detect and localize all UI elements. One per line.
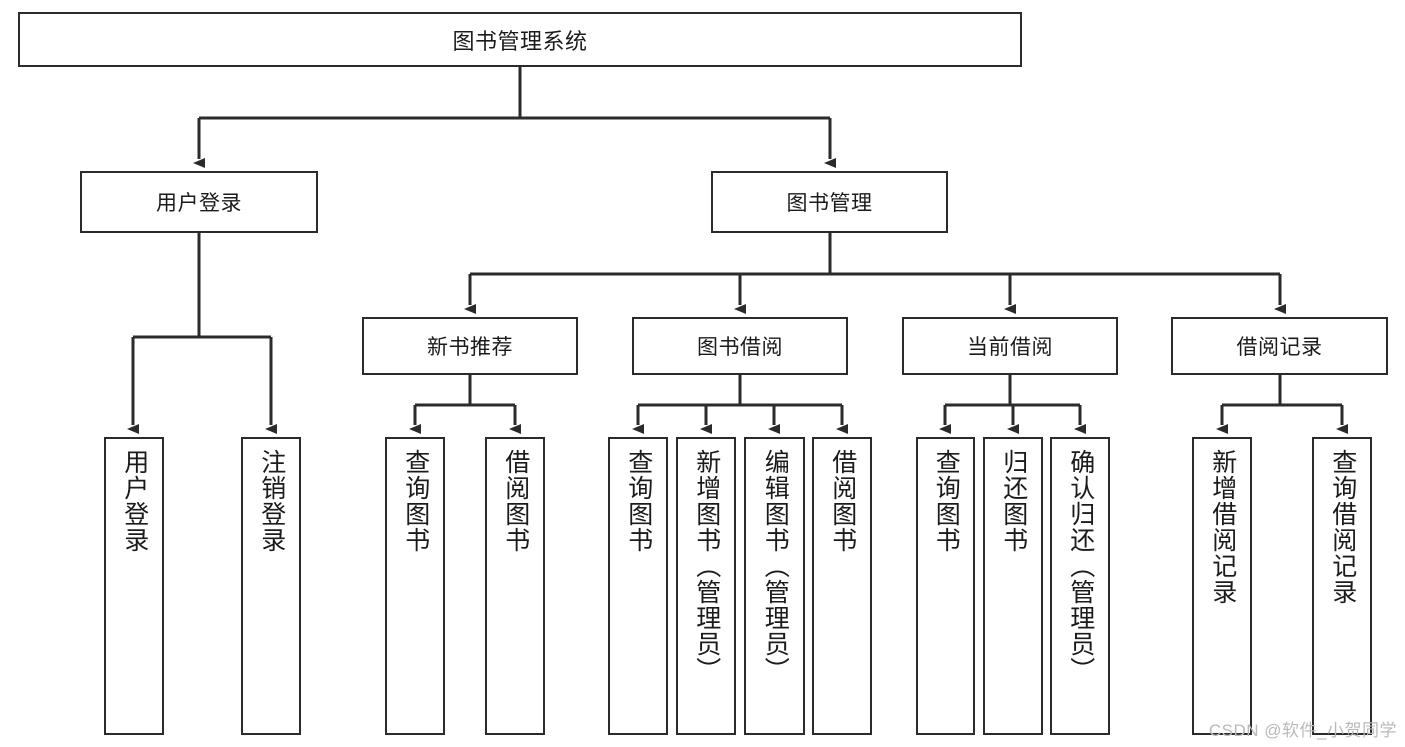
leaf-query-borrow-record[interactable]: 查询借阅记录 [1312,437,1372,735]
node-current-borrow[interactable]: 当前借阅 [902,317,1118,375]
leaf-add-book-admin[interactable]: 新增图书（管理员） [676,437,736,735]
node-borrow-record[interactable]: 借阅记录 [1171,317,1388,375]
node-borrow-record-label: 借阅记录 [1236,336,1323,359]
node-user-login-label: 用户登录 [156,192,242,215]
leaf-query-book-cb[interactable]: 查询图书 [916,437,975,735]
node-root-label: 图书管理系统 [452,28,588,54]
leaf-confirm-return-admin[interactable]: 确认归还（管理员） [1050,437,1110,735]
node-new-book-recommend-label: 新书推荐 [427,336,513,359]
leaf-label: 注销登录 [257,449,286,553]
leaf-label: 查询借阅记录 [1328,449,1357,605]
leaf-label: 查询图书 [932,449,961,553]
leaf-return-book[interactable]: 归还图书 [983,437,1043,735]
node-book-borrow-label: 图书借阅 [697,336,783,359]
node-book-borrow[interactable]: 图书借阅 [632,317,848,375]
leaf-label: 编辑图书（管理员） [761,449,790,683]
leaf-query-book-nb[interactable]: 查询图书 [385,437,445,735]
leaf-label: 新增借阅记录 [1208,449,1237,605]
leaf-label: 确认归还（管理员） [1066,449,1095,683]
leaf-edit-book-admin[interactable]: 编辑图书（管理员） [744,437,805,735]
node-user-login[interactable]: 用户登录 [80,171,318,233]
leaf-label: 借阅图书 [828,449,857,553]
leaf-label: 用户登录 [120,449,149,553]
leaf-label: 借阅图书 [501,449,530,553]
leaf-user-login[interactable]: 用户登录 [104,437,164,735]
leaf-query-book-bb[interactable]: 查询图书 [608,437,668,735]
leaf-add-borrow-record[interactable]: 新增借阅记录 [1192,437,1252,735]
leaf-borrow-book-bb[interactable]: 借阅图书 [812,437,872,735]
node-book-manage[interactable]: 图书管理 [711,171,948,233]
leaf-logout[interactable]: 注销登录 [241,437,301,735]
leaf-label: 查询图书 [624,449,653,553]
node-current-borrow-label: 当前借阅 [967,336,1053,359]
leaf-label: 新增图书（管理员） [692,449,721,683]
watermark-text: CSDN @软件_小贺同学 [1208,721,1397,740]
leaf-label: 归还图书 [999,449,1028,553]
leaf-borrow-book-nb[interactable]: 借阅图书 [485,437,545,735]
leaf-label: 查询图书 [401,449,430,553]
node-root[interactable]: 图书管理系统 [18,12,1022,67]
node-book-manage-label: 图书管理 [786,192,873,215]
node-new-book-recommend[interactable]: 新书推荐 [362,317,578,375]
